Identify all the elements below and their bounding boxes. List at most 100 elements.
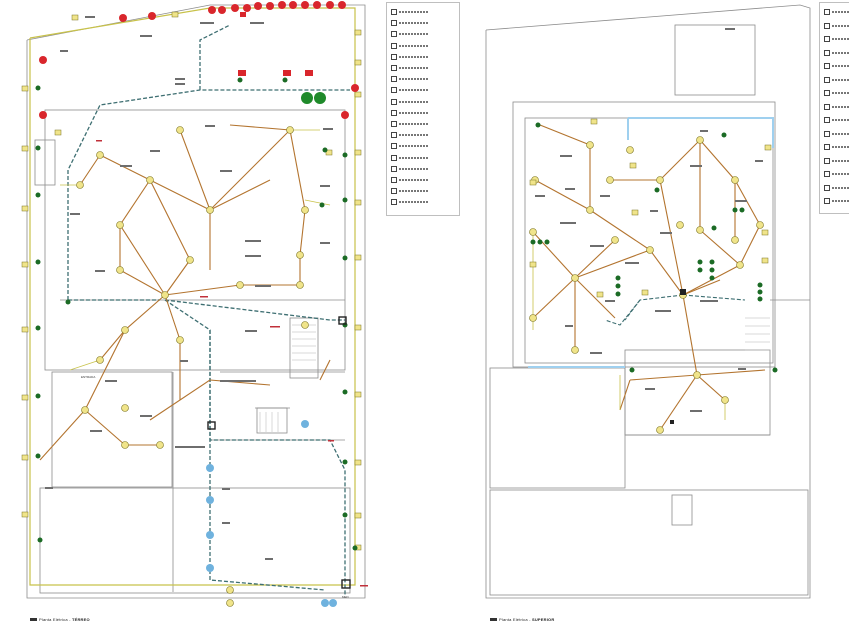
circuit-symbol-icon <box>824 9 830 15</box>
legend-text-stub <box>832 119 849 121</box>
wall-fixture-symbols <box>35 77 358 551</box>
circuit-symbol-icon <box>391 65 397 71</box>
legend-row <box>391 31 429 38</box>
circuit-symbol-icon <box>391 31 397 38</box>
legend-row <box>391 165 429 172</box>
legend-text-stub <box>832 65 849 67</box>
legend-row <box>391 42 429 49</box>
legend-row <box>824 76 849 83</box>
circuit-symbol-icon <box>391 132 397 139</box>
legend-row <box>824 36 849 42</box>
legend-text-stub <box>399 201 429 204</box>
legend-row <box>391 121 429 127</box>
legend-text-stub <box>399 33 429 36</box>
circuit-symbol-icon <box>391 98 397 105</box>
circuit-legend-left <box>386 2 460 216</box>
legend-text-stub <box>832 78 849 81</box>
legend-text-stub <box>832 132 849 135</box>
legend-text-stub <box>832 24 849 27</box>
legend-text-stub <box>832 51 849 54</box>
legend-text-stub <box>832 92 849 94</box>
plan-title-prefix: Planta Elétrica - <box>499 617 532 622</box>
upper-boundary <box>485 4 811 599</box>
circuit-symbol-icon <box>824 144 830 150</box>
entrance-label: ENTRADA <box>81 375 96 379</box>
legend-row <box>391 87 429 94</box>
legend-text-stub <box>832 186 849 189</box>
legend-text-stub <box>399 11 429 13</box>
legend-text-stub <box>399 22 429 25</box>
circuit-symbol-icon <box>824 171 830 177</box>
legend-row <box>824 117 849 123</box>
upper-stairs <box>745 317 770 351</box>
legend-text-stub <box>399 156 429 159</box>
circuit-label-marks <box>96 140 368 587</box>
legend-row <box>824 9 849 15</box>
legend-row <box>824 63 849 69</box>
exterior-lamp-symbols <box>39 1 359 119</box>
legend-row <box>824 49 849 56</box>
legend-row <box>391 65 429 71</box>
circuit-symbol-icon <box>824 117 830 123</box>
circuit-symbol-icon <box>391 87 397 94</box>
circuit-symbol-icon <box>391 154 397 161</box>
legend-row <box>824 171 849 177</box>
annotation-text-marks <box>45 16 333 560</box>
upper-branch-lines <box>532 232 726 420</box>
circuit-symbol-icon <box>391 42 397 49</box>
upper-annotation-text-marks <box>535 28 763 412</box>
legend-row <box>391 199 429 206</box>
legend-text-stub <box>832 159 849 162</box>
title-marker-icon <box>30 618 37 622</box>
legend-row <box>824 90 849 96</box>
legend-row <box>391 53 429 60</box>
legend-row <box>391 98 429 105</box>
perimeter-circuit <box>29 7 356 586</box>
pool-light-symbols <box>206 420 337 607</box>
circuit-wiring <box>39 124 331 461</box>
legend-row <box>391 9 429 15</box>
panel-board-symbols <box>207 316 351 589</box>
legend-text-stub <box>832 11 849 13</box>
circuit-symbol-icon <box>824 63 830 69</box>
site-boundary <box>26 4 366 599</box>
meter-label: MED <box>342 595 349 599</box>
circuit-symbol-icon <box>391 177 397 183</box>
circuit-symbol-icon <box>391 109 397 116</box>
legend-text-stub <box>832 38 849 40</box>
garden-spot-symbols <box>301 92 326 104</box>
circuit-symbol-icon <box>824 49 830 56</box>
circuit-symbol-icon <box>391 199 397 206</box>
plan-title-prefix: Planta Elétrica - <box>39 617 72 622</box>
circuit-symbol-icon <box>824 198 830 204</box>
plan-title-name: SUPERIOR <box>531 617 555 622</box>
legend-row <box>824 198 849 204</box>
upper-outlet-symbols <box>529 136 764 434</box>
circuit-symbol-icon <box>391 9 397 15</box>
legend-row <box>391 109 429 116</box>
title-marker-icon <box>490 618 497 622</box>
legend-text-stub <box>832 173 849 175</box>
legend-text-stub <box>399 190 429 193</box>
legend-row <box>824 157 849 164</box>
feeder-lines <box>67 24 350 595</box>
upper-wall-light-symbols <box>529 118 772 298</box>
legend-text-stub <box>399 44 429 47</box>
legend-row <box>391 20 429 27</box>
circuit-symbol-icon <box>824 184 830 191</box>
legend-text-stub <box>832 105 849 108</box>
legend-row <box>391 76 429 83</box>
circuit-symbol-icon <box>391 165 397 172</box>
plan-title-superior: Planta Elétrica - SUPERIOR <box>490 617 554 622</box>
circuit-symbol-icon <box>824 36 830 42</box>
plan-title-terreo: Planta Elétrica - TÉRREO <box>30 617 90 622</box>
circuit-symbol-icon <box>824 76 830 83</box>
legend-text-stub <box>399 55 429 58</box>
legend-row <box>824 130 849 137</box>
stairs <box>259 324 316 432</box>
legend-text-stub <box>399 67 429 69</box>
circuit-symbol-icon <box>824 22 830 29</box>
circuit-symbol-icon <box>391 188 397 195</box>
legend-text-stub <box>399 179 429 181</box>
legend-row <box>391 143 429 150</box>
